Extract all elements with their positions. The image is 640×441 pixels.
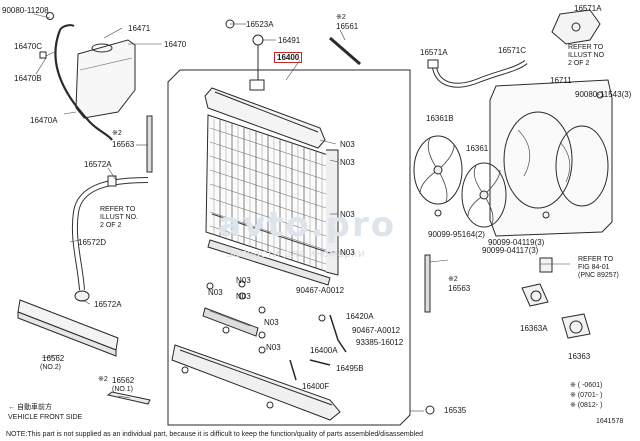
reference-note-3-line1[interactable]: REFER TO (578, 256, 614, 263)
part-16562-no2[interactable]: 16562 (42, 354, 65, 363)
part-16470A[interactable]: 16470A (30, 116, 58, 125)
part-16400-highlighted[interactable]: 16400 (274, 52, 303, 63)
part-16400F[interactable]: 16400F (302, 382, 330, 391)
reference-note-2-line3: 2 OF 2 (100, 222, 122, 229)
part-16400A[interactable]: 16400A (310, 346, 338, 355)
cooling-fan-2 (461, 162, 507, 228)
part-16523A[interactable]: 16523A (246, 20, 274, 29)
vehicle-front-label: VEHICLE FRONT SIDE (8, 414, 83, 421)
part-93385-16012[interactable]: 93385-16012 (356, 338, 404, 347)
upper-radiator-hose (427, 59, 528, 88)
radiator-assembly-frame (167, 69, 411, 426)
reference-note-3-line2: FIG 84-01 (578, 264, 610, 271)
reference-note-3-line3: (PNC 89257) (578, 272, 619, 279)
part-16571A[interactable]: 16571A (420, 48, 448, 57)
seal-strips (17, 36, 431, 405)
fan-shroud (489, 79, 613, 237)
lower-bracket (202, 307, 259, 337)
part-N03-9[interactable]: N03 (266, 343, 281, 352)
part-16561[interactable]: 16561 (336, 22, 359, 31)
part-N03-2[interactable]: N03 (340, 158, 355, 167)
reference-note-1-line1[interactable]: REFER TO (568, 44, 604, 51)
legend-item-3: ※ (0812- ) (570, 402, 603, 409)
watermark-subtitle: Запчасти для иномарки (226, 247, 365, 260)
part-90080-11208[interactable]: 90080-11208 (2, 6, 49, 15)
part-90099-95164[interactable]: 90099-95164(2) (428, 230, 485, 239)
part-16711[interactable]: 16711 (550, 76, 572, 85)
part-N03-7[interactable]: N03 (236, 292, 251, 301)
part-16535[interactable]: 16535 (444, 406, 467, 415)
part-90099-04117[interactable]: 90099-04117(3) (482, 246, 539, 255)
part-N03-5[interactable]: N03 (236, 276, 251, 285)
radiator-core (205, 114, 329, 273)
reference-note-1-line3: 2 OF 2 (568, 60, 590, 67)
lower-radiator-hose (71, 175, 149, 302)
part-90099-04119[interactable]: 90099-04119(3) (488, 238, 545, 247)
reservoir-tank (75, 39, 136, 119)
part-90467-A0012-a[interactable]: 90467-A0012 (296, 286, 345, 295)
part-16363[interactable]: 16363 (568, 352, 591, 361)
part-16572A-top[interactable]: 16572A (84, 160, 112, 169)
part-16470[interactable]: 16470 (164, 40, 187, 49)
part-16495B[interactable]: 16495B (336, 364, 364, 373)
part-16363A[interactable]: 16363A (520, 324, 548, 333)
part-16572D[interactable]: 16572D (78, 238, 107, 247)
radiator-cap (225, 19, 264, 80)
part-N03-3[interactable]: N03 (340, 210, 355, 219)
part-16562-no1-suffix: (NO.1) (112, 386, 133, 393)
part-16470B[interactable]: 16470B (14, 74, 42, 83)
part-N03-4[interactable]: N03 (340, 248, 355, 257)
vehicle-front-arrow: ← 自動車前方 (8, 404, 52, 411)
legend-item-2: ※ (0701- ) (570, 392, 603, 399)
watermark: avto.pro (218, 205, 397, 245)
part-16563[interactable]: 16563 (112, 140, 135, 149)
radiator-side-members (207, 149, 339, 286)
part-16471[interactable]: 16471 (128, 24, 151, 33)
footnote: NOTE:This part is not supplied as an ind… (6, 431, 423, 438)
reference-note-2-line2: ILLUST NO. (100, 214, 138, 221)
part-16563-b[interactable]: 16563 (448, 284, 471, 293)
part-16572A[interactable]: 16572A (94, 300, 122, 309)
part-16561-mark: ※2 (336, 14, 346, 21)
part-90467-A0012-b[interactable]: 90467-A0012 (352, 326, 401, 335)
water-outlet (551, 9, 601, 45)
reference-note-2-line1[interactable]: REFER TO (100, 206, 136, 213)
radiator-lower-tank (171, 344, 341, 421)
part-16571C[interactable]: 16571C (498, 46, 527, 55)
radiator-upper-tank (204, 79, 326, 149)
reservoir-hose (54, 24, 113, 141)
reference-note-1-line2: ILLUST NO (568, 52, 605, 59)
leader-lines (33, 13, 570, 412)
illustration-number: 1641578 (596, 418, 624, 425)
part-16420A[interactable]: 16420A (346, 312, 374, 321)
top-left-clip (39, 12, 54, 59)
part-N03-1[interactable]: N03 (340, 140, 355, 149)
part-16563b-mark: ※2 (448, 276, 458, 283)
part-16563-mark: ※2 (112, 130, 122, 137)
part-16361[interactable]: 16361 (466, 144, 489, 153)
part-90080-11543[interactable]: 90080-11543(3) (575, 90, 632, 99)
part-N03-6[interactable]: N03 (208, 288, 223, 297)
part-16571A-top[interactable]: 16571A (574, 4, 602, 13)
part-16562-no1[interactable]: 16562 (112, 376, 135, 385)
legend-item-1: ※ ( -0601) (570, 382, 603, 389)
part-16562-no2-suffix: (NO.2) (40, 364, 61, 371)
part-16361B[interactable]: 16361B (426, 114, 454, 123)
fan-motors (521, 257, 591, 339)
cooling-fan-1 (413, 135, 463, 205)
part-16470C[interactable]: 16470C (14, 42, 43, 51)
part-16562-no1-mark: ※2 (98, 376, 108, 383)
part-N03-8[interactable]: N03 (264, 318, 279, 327)
part-16491[interactable]: 16491 (278, 36, 301, 45)
fasteners (206, 91, 604, 415)
